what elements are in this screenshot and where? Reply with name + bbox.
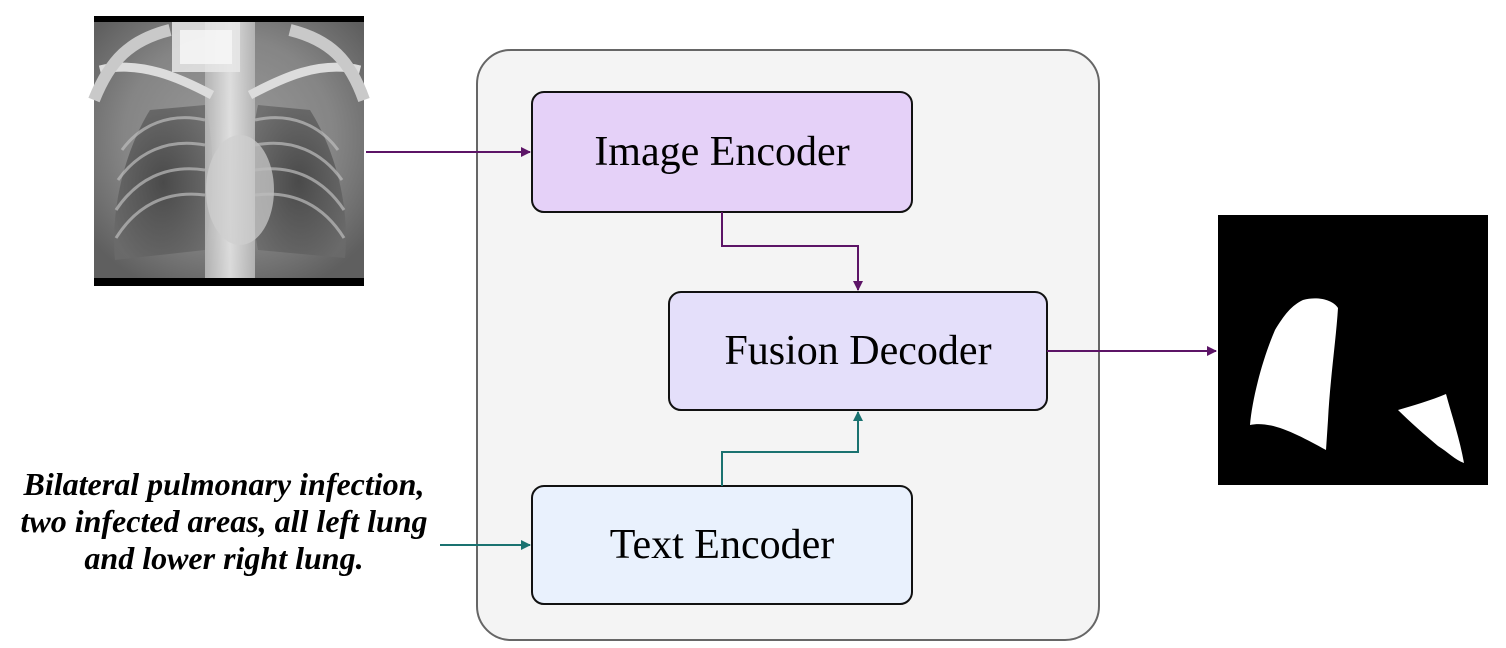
chest-xray-image [88,16,370,286]
fusion-decoder-label: Fusion Decoder [724,328,991,374]
text-encoder-label: Text Encoder [610,522,834,568]
segmentation-mask-image [1218,215,1488,485]
text-encoder-to-fusion-arrow [721,411,863,486]
image-encoder-to-fusion-arrow [721,212,863,291]
image-encoder-label: Image Encoder [594,129,849,175]
input-text-prompt: Bilateral pulmonary infection, two infec… [20,466,428,576]
